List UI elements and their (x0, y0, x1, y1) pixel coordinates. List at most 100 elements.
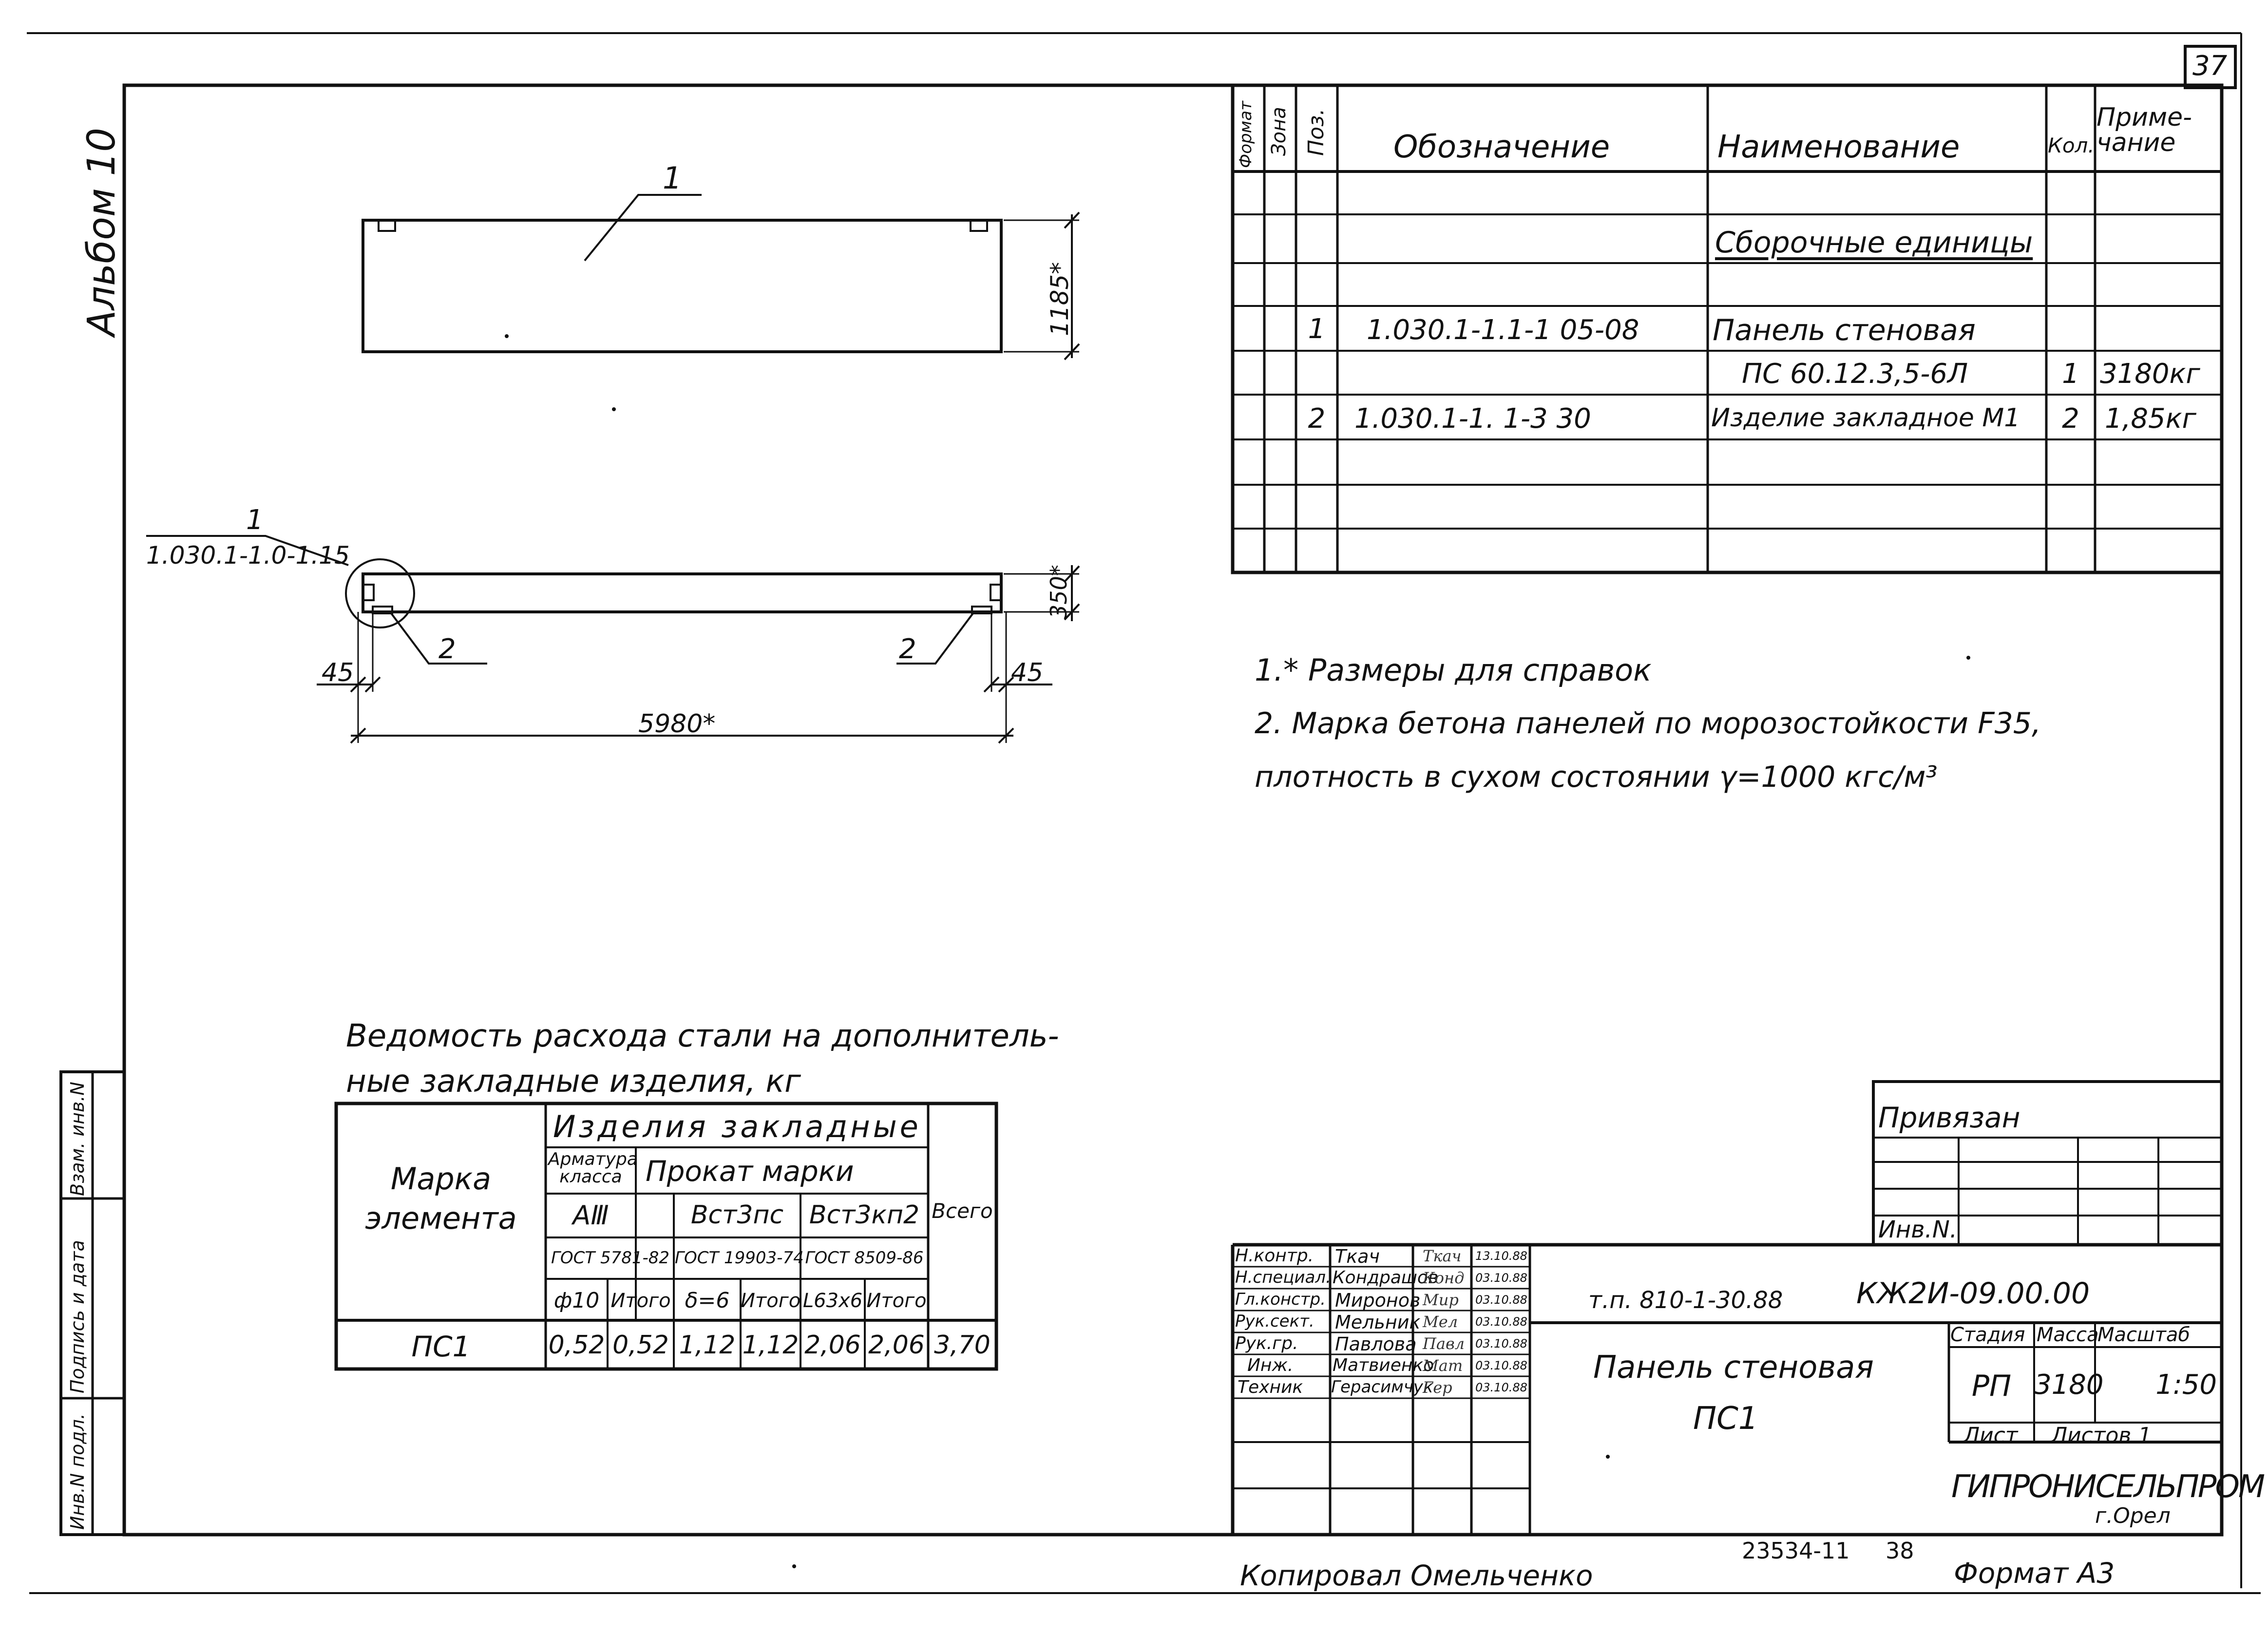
note-2-line-2: плотность в сухом состоянии γ=1000 кгс/м… (1255, 760, 1938, 794)
steel-row-value-2: 0,52 (612, 1331, 669, 1360)
stage-value: РП (1971, 1369, 2012, 1403)
steel-table-title-line-1: Ведомость расхода стали на дополнитель- (346, 1018, 1059, 1054)
spec-section-title: Сборочные единицы (1715, 226, 2033, 260)
spec-row-2-name: ПС 60.12.3,5-6Л (1742, 358, 1968, 390)
height-dimension: 1185* (1046, 262, 1074, 336)
position-2-right-label: 2 (899, 633, 916, 665)
length-dimension: 5980* (638, 709, 716, 739)
organization-city: г.Орел (2095, 1503, 2171, 1528)
steel-header-diameter: ф10 (553, 1288, 600, 1313)
role-name: Матвиенко (1333, 1355, 1434, 1375)
spec-header-format: Формат (1236, 101, 1256, 168)
role-name: Кондрашов (1333, 1268, 1439, 1288)
organization-name: ГИПРОНИСЕЛЬПРОМ (1951, 1469, 2265, 1505)
spec-row-1-pos: 1 (1308, 313, 1326, 345)
role-name: Миронов (1335, 1290, 1421, 1311)
role-name: Мельник (1335, 1312, 1421, 1333)
steel-header-total-2: Итого (741, 1290, 801, 1312)
copied-by: Копировал Омельченко (1240, 1559, 1593, 1592)
role-signature: Ткач (1423, 1247, 1462, 1265)
role-date: 03.10.88 (1475, 1293, 1527, 1307)
steel-header-embedded: Изделия закладные (553, 1109, 921, 1144)
spec-row-3-designation: 1.030.1-1. 1-3 30 (1354, 403, 1591, 435)
steel-row-value-6: 2,06 (868, 1331, 925, 1360)
spec-row-2-note: 3180кг (2100, 358, 2200, 390)
note-2-line-1: 2. Марка бетона панелей по морозостойкос… (1255, 706, 2041, 741)
role-signature: Конд (1423, 1269, 1465, 1287)
spec-row-3-qty: 2 (2062, 403, 2079, 435)
steel-row-mark: ПС1 (411, 1330, 471, 1363)
spec-row-1-name: Панель стеновая (1713, 313, 1976, 347)
steel-row-value-1: 0,52 (548, 1331, 605, 1360)
steel-table-title-line-2: ные закладные изделия, кг (346, 1064, 801, 1100)
spec-row-3-pos: 2 (1308, 403, 1326, 435)
role-label: Техник (1238, 1377, 1303, 1397)
thickness-dimension: 350* (1046, 565, 1072, 619)
steel-header-angle: L63x6 (802, 1290, 863, 1312)
role-signature: Павл (1423, 1334, 1465, 1353)
role-date: 03.10.88 (1475, 1315, 1527, 1329)
position-2-left-label: 2 (438, 633, 456, 665)
role-signature: Мат (1423, 1356, 1463, 1375)
callout-reference: 1.030.1-1.0-1.15 (146, 541, 350, 570)
spec-row-3-note: 1,85кг (2105, 403, 2196, 435)
role-label: Гл.констр. (1235, 1290, 1326, 1309)
role-date: 13.10.88 (1475, 1249, 1527, 1263)
spec-row-2-qty: 1 (2062, 358, 2079, 390)
paper-format: Формат А3 (1954, 1557, 2115, 1590)
document-subname: ПС1 (1693, 1401, 1758, 1437)
album-label: Альбом 10 (80, 128, 124, 336)
role-label: Инж. (1247, 1355, 1294, 1375)
steel-header-total-3: Итого (866, 1290, 927, 1312)
steel-header-gost-2: ГОСТ 19903-74 (675, 1248, 804, 1268)
role-date: 03.10.88 (1475, 1271, 1527, 1285)
steel-header-total-1: Итого (610, 1290, 671, 1312)
role-label: Рук.гр. (1235, 1333, 1298, 1353)
spec-row-3-name: Изделие закладное М1 (1711, 403, 2020, 433)
role-name: Павлова (1335, 1333, 1417, 1355)
document-name: Панель стеновая (1593, 1350, 1874, 1386)
role-name: Герасимчук (1331, 1377, 1433, 1397)
steel-header-vst3kp2: Вст3кп2 (809, 1200, 920, 1230)
mass-label: Масса (2037, 1324, 2099, 1346)
stamp-inv-original: Инв.N подл. (67, 1413, 88, 1530)
steel-header-rolled: Прокат марки (646, 1155, 854, 1188)
steel-header-armature: Арматура класса (548, 1149, 638, 1187)
steel-header-gost-3: ГОСТ 8509-86 (805, 1248, 924, 1268)
spec-row-1-designation: 1.030.1-1.1-1 05-08 (1367, 314, 1639, 346)
role-date: 03.10.88 (1475, 1381, 1527, 1394)
binding-inv-label: Инв.N. (1878, 1216, 1957, 1243)
steel-header-total: Всего (932, 1199, 993, 1223)
stamp-replace-inv: Взам. инв.N (67, 1082, 88, 1196)
sheet-label: Лист (1963, 1423, 2018, 1448)
archive-page: 38 (1886, 1538, 1914, 1564)
role-name: Ткач (1335, 1246, 1380, 1267)
scale-label: Масштаб (2097, 1324, 2191, 1346)
steel-row-total: 3,70 (934, 1331, 991, 1360)
steel-header-vst3ps: Вст3пс (690, 1200, 784, 1230)
steel-header-thickness: δ=6 (685, 1288, 730, 1313)
spec-header-pos: Поз. (1304, 108, 1329, 156)
dimension-45-right: 45 (1011, 658, 1044, 687)
role-signature: Мир (1423, 1291, 1459, 1309)
callout-number: 1 (246, 504, 264, 536)
steel-row-value-3: 1,12 (679, 1331, 736, 1360)
steel-row-value-4: 1,12 (742, 1331, 799, 1360)
steel-header-gost-1: ГОСТ 5781-82 (551, 1248, 670, 1268)
spec-header-note: Приме- чание (2096, 103, 2192, 157)
project-code: т.п. 810-1-30.88 (1588, 1287, 1783, 1314)
steel-header-class: АⅢ (572, 1200, 609, 1231)
stage-label: Стадия (1950, 1324, 2025, 1346)
role-signature: Гер (1423, 1378, 1452, 1397)
scale-value: 1:50 (2155, 1369, 2217, 1401)
sheets-label: Листов 1 (2051, 1423, 2152, 1448)
stamp-signature-date: Подпись и дата (67, 1240, 88, 1393)
archive-number: 23534-11 (1742, 1538, 1850, 1564)
spec-header-zone: Зона (1268, 107, 1290, 156)
dimension-45-left: 45 (322, 658, 354, 687)
document-code: КЖ2И-09.00.00 (1856, 1276, 2090, 1311)
role-label: Рук.сект. (1235, 1312, 1315, 1331)
role-label: Н.специал. (1235, 1268, 1331, 1287)
role-date: 03.10.88 (1475, 1337, 1527, 1350)
role-signature: Мел (1423, 1312, 1458, 1331)
